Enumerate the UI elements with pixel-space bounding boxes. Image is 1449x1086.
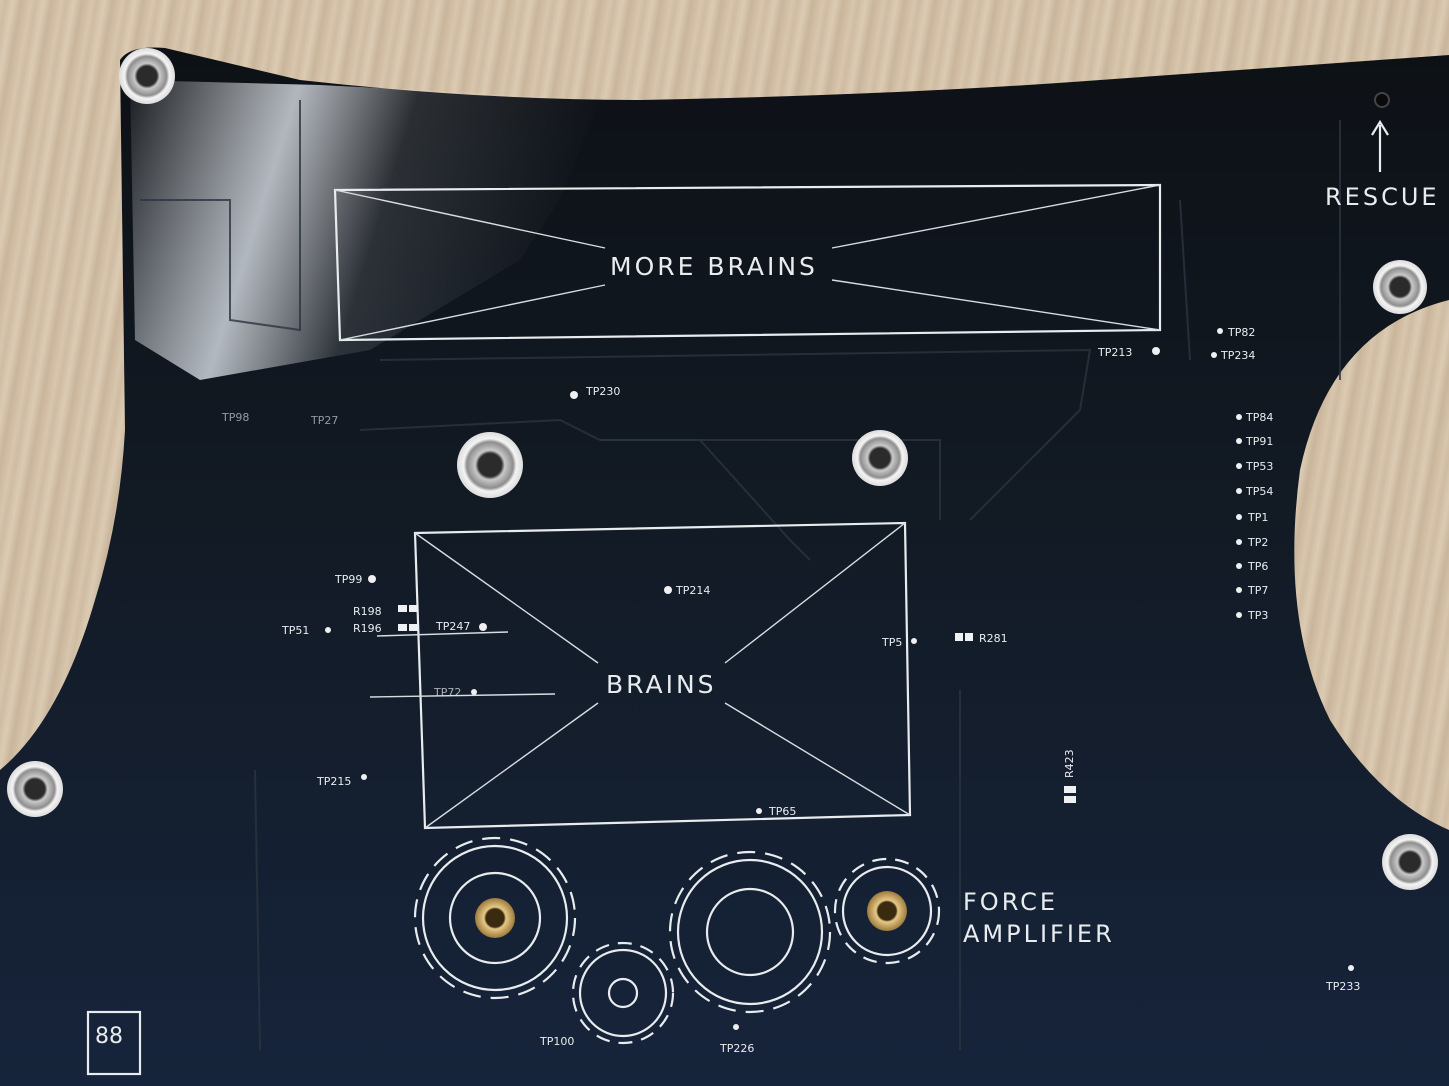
tp-label: TP7 <box>1247 584 1268 597</box>
surface-glare <box>130 80 600 380</box>
rescue-arrow <box>1371 119 1389 172</box>
tp-label: TP91 <box>1245 435 1273 448</box>
amplifier-label: AMPLIFIER <box>963 920 1115 948</box>
brains-box <box>413 521 912 830</box>
tp-label: TP27 <box>310 414 338 427</box>
mounting-hole <box>1382 834 1438 890</box>
component-label: R198 <box>353 605 382 618</box>
more-brains-label: MORE BRAINS <box>610 252 818 281</box>
silk-line <box>369 693 556 698</box>
force-label: FORCE <box>963 888 1058 916</box>
board-number-box <box>86 1010 142 1076</box>
tp-label: TP230 <box>585 385 620 398</box>
gear-right <box>833 857 941 965</box>
mounting-hole <box>1373 260 1427 314</box>
tp-label: TP100 <box>539 1035 574 1048</box>
rescue-hole <box>1374 92 1390 108</box>
tp-label: TP72 <box>433 686 461 699</box>
component-label: R196 <box>353 622 382 635</box>
tp-label: TP84 <box>1245 411 1273 424</box>
tp-label: TP247 <box>435 620 470 633</box>
tp-label: TP3 <box>1247 609 1268 622</box>
tp-label: TP5 <box>881 636 902 649</box>
component-label: R281 <box>979 632 1008 645</box>
tp-label: TP1 <box>1247 511 1268 524</box>
board-number: 88 <box>95 1024 123 1049</box>
test-point-dots <box>325 328 1354 1030</box>
tp-label: TP99 <box>334 573 362 586</box>
gear-large-left <box>413 836 577 1000</box>
tp-label: TP98 <box>221 411 249 424</box>
tp-label: TP82 <box>1227 326 1255 339</box>
rescue-label: RESCUE <box>1325 183 1440 211</box>
tp-label: TP51 <box>281 624 309 637</box>
tp-label: TP234 <box>1220 349 1255 362</box>
tp-label: TP2 <box>1247 536 1268 549</box>
tp-label: TP54 <box>1245 485 1273 498</box>
gear-small <box>571 941 675 1045</box>
tp-label: TP226 <box>719 1042 754 1055</box>
tp-label: TP213 <box>1097 346 1132 359</box>
tp-label: TP215 <box>316 775 351 788</box>
tp-label: TP65 <box>768 805 796 818</box>
test-point-labels: TP82 TP234 TP213 TP230 TP98 TP27 TP84 TP… <box>221 326 1360 1055</box>
tp-label: TP233 <box>1325 980 1360 993</box>
tp-label: TP214 <box>675 584 710 597</box>
component-label: R423 <box>1063 749 1076 778</box>
tp-label: TP6 <box>1247 560 1268 573</box>
mounting-hole <box>119 48 175 104</box>
mounting-hole <box>7 761 63 817</box>
resistor-pads-r198-r196 <box>398 605 418 631</box>
tp-label: TP53 <box>1245 460 1273 473</box>
copper-traces <box>140 100 1341 1051</box>
mounting-hole <box>852 430 908 486</box>
gear-large-middle <box>668 850 832 1014</box>
resistor-pads-r423 <box>1064 786 1076 803</box>
mounting-hole <box>457 432 523 498</box>
brains-label: BRAINS <box>606 670 717 699</box>
silk-line <box>376 631 509 637</box>
resistor-pads-r281 <box>955 633 973 641</box>
component-labels: R198 R196 R281 R423 <box>353 605 1076 778</box>
more-brains-box <box>333 183 1162 342</box>
